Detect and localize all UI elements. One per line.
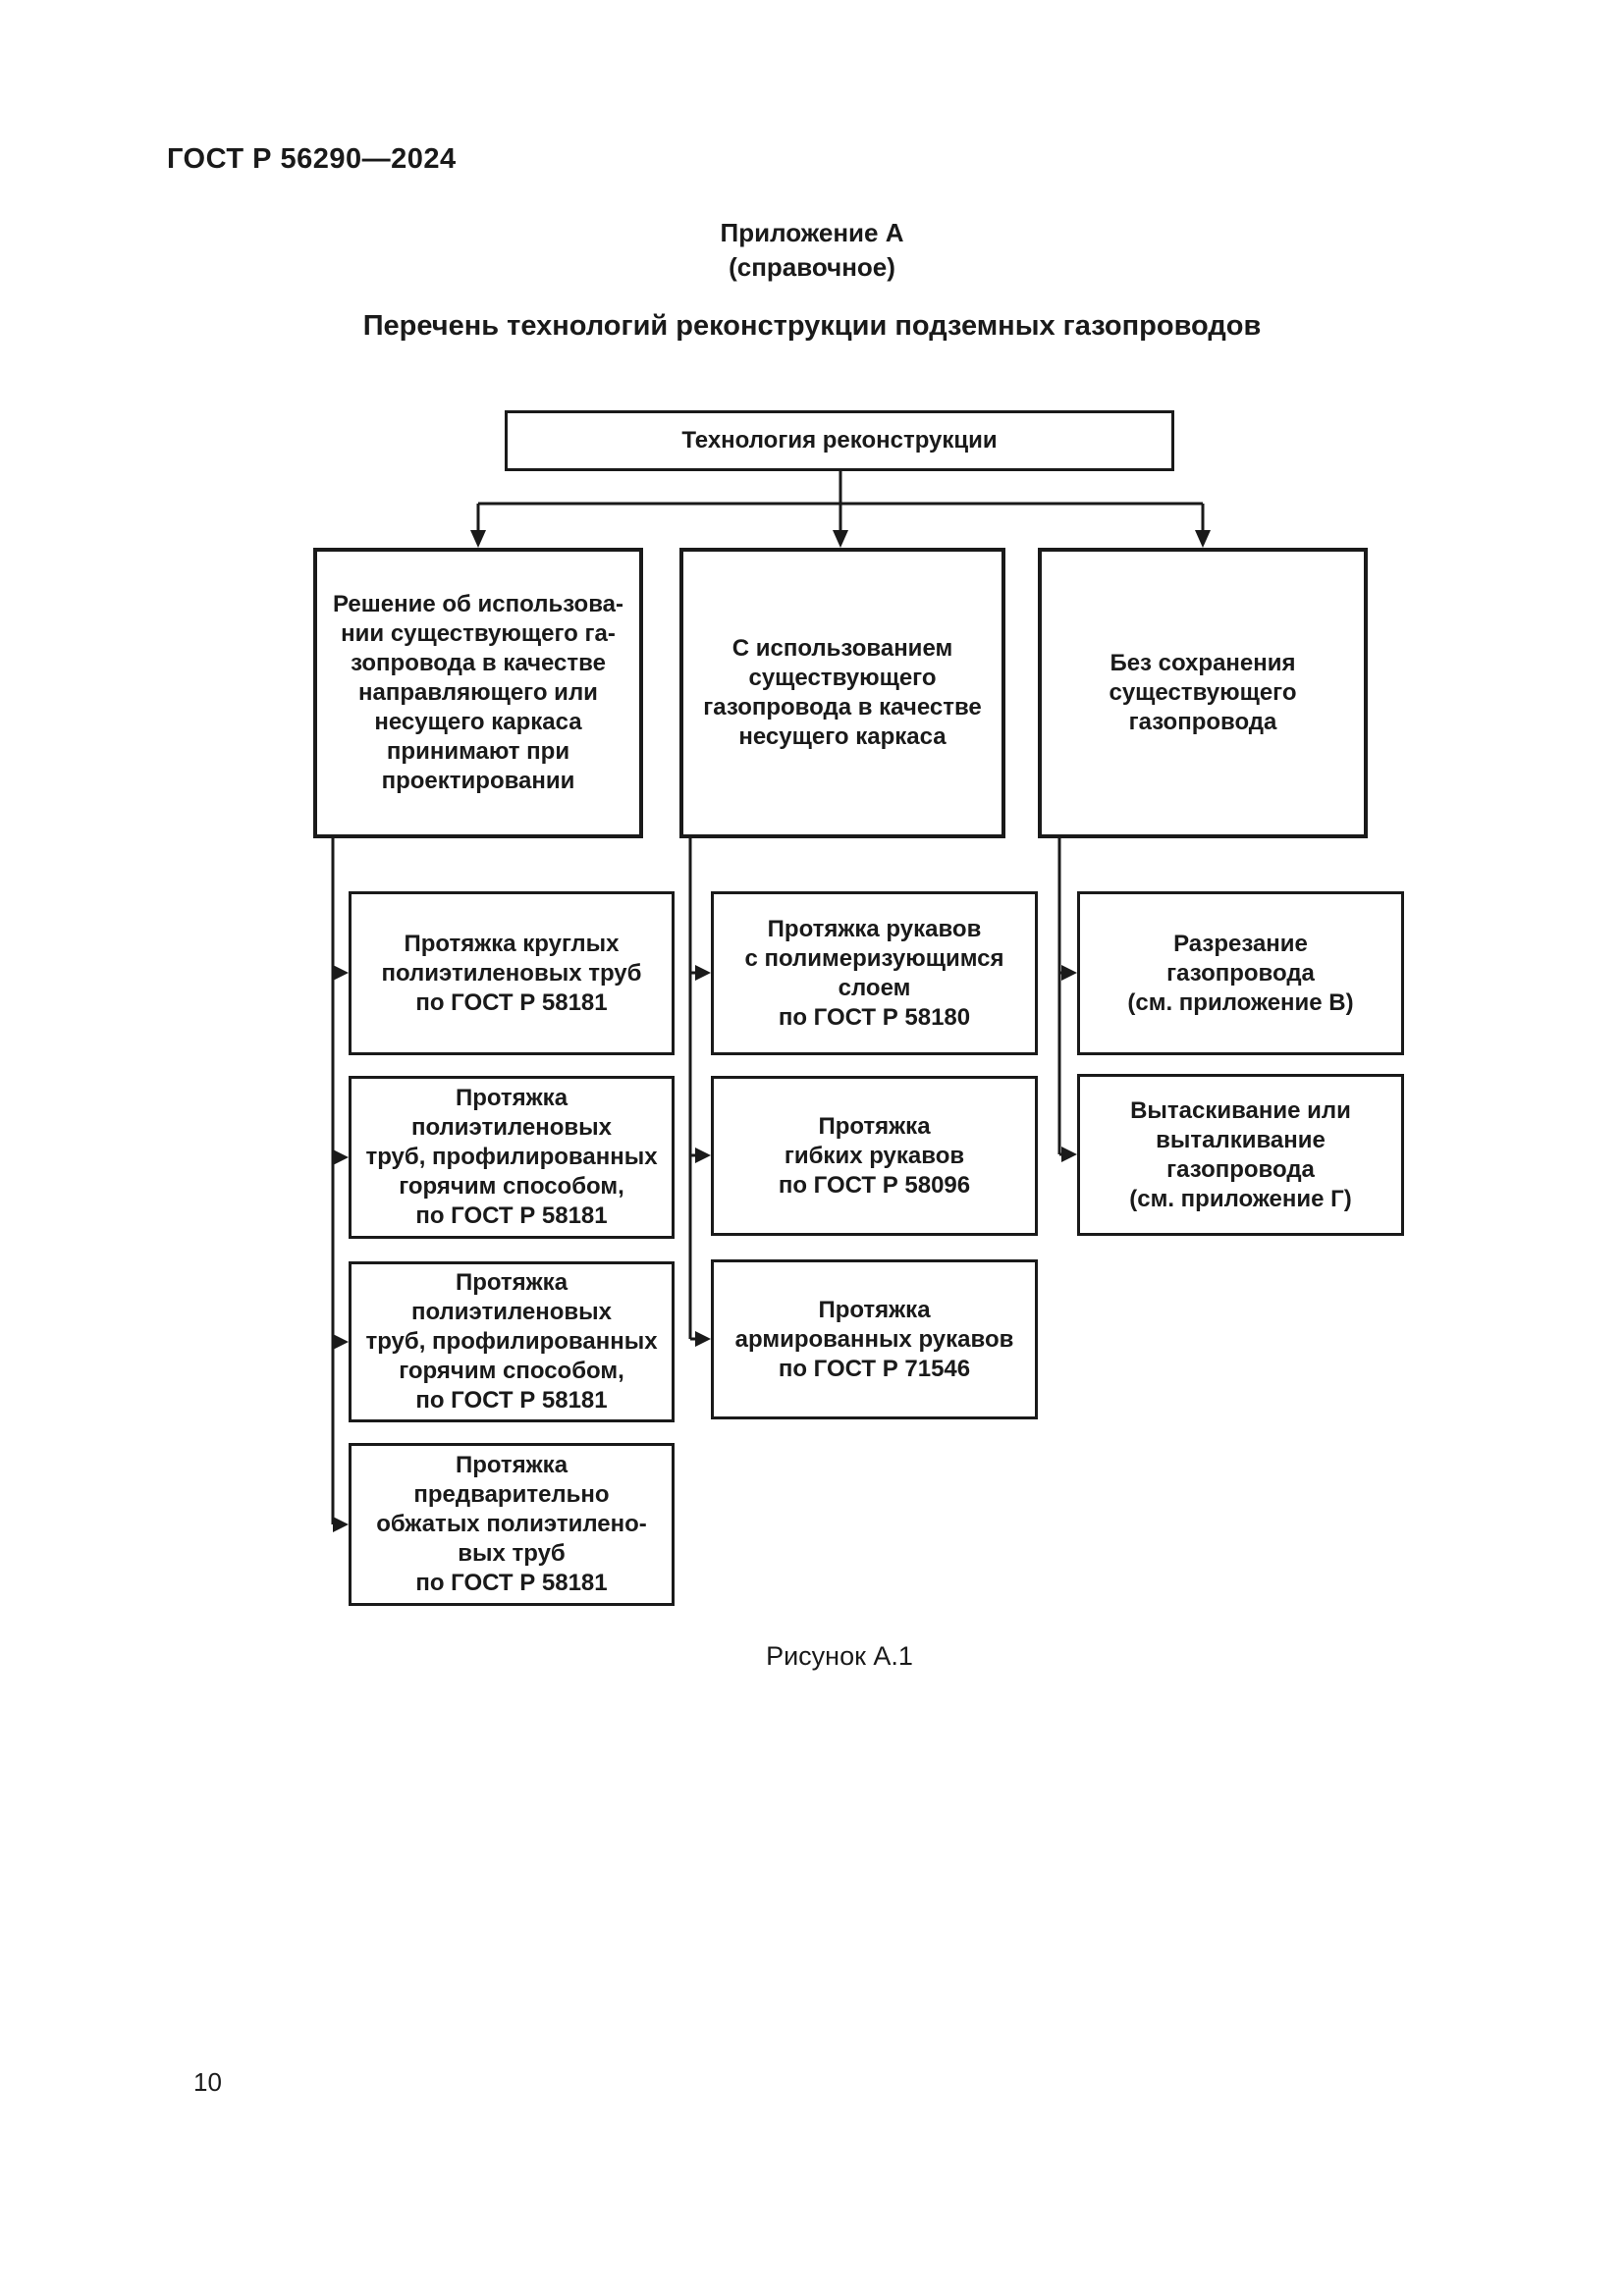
flowchart-node-leaf: Протяжка предварительно обжатых полиэтил… <box>349 1443 675 1606</box>
standard-reference: ГОСТ Р 56290—2024 <box>167 143 457 175</box>
flowchart-node-branch-design-decision: Решение об использова- нии существующего… <box>313 548 643 838</box>
flowchart-node-leaf: Протяжка гибких рукавов по ГОСТ Р 58096 <box>711 1076 1038 1236</box>
flowchart-node-leaf: Протяжка рукавов с полимеризующимся слое… <box>711 891 1038 1055</box>
flowchart-node-leaf: Протяжка полиэтиленовых труб, профилиров… <box>349 1076 675 1239</box>
flowchart-node-leaf: Протяжка полиэтиленовых труб, профилиров… <box>349 1261 675 1422</box>
appendix-heading: Приложение А (справочное) <box>720 218 904 282</box>
appendix-title: Перечень технологий реконструкции подзем… <box>362 310 1262 342</box>
page-number: 10 <box>193 2067 222 2097</box>
flowchart-node-root: Технология реконструкции <box>505 410 1174 471</box>
flowchart-node-leaf: Вытаскивание или выталкивание газопровод… <box>1077 1074 1404 1236</box>
flowchart-node-leaf: Разрезание газопровода (см. приложение В… <box>1077 891 1404 1055</box>
flowchart-node-leaf: Протяжка круглых полиэтиленовых труб по … <box>349 891 675 1055</box>
figure-caption: Рисунок А.1 <box>766 1641 913 1671</box>
flowchart-node-leaf: Протяжка армированных рукавов по ГОСТ Р … <box>711 1259 1038 1419</box>
flowchart-node-branch-no-preservation: Без сохранения существующего газопровода <box>1038 548 1368 838</box>
flowchart-node-branch-bearing-frame: С использованием существующего газопрово… <box>679 548 1005 838</box>
arrowheads-down <box>470 530 1211 548</box>
